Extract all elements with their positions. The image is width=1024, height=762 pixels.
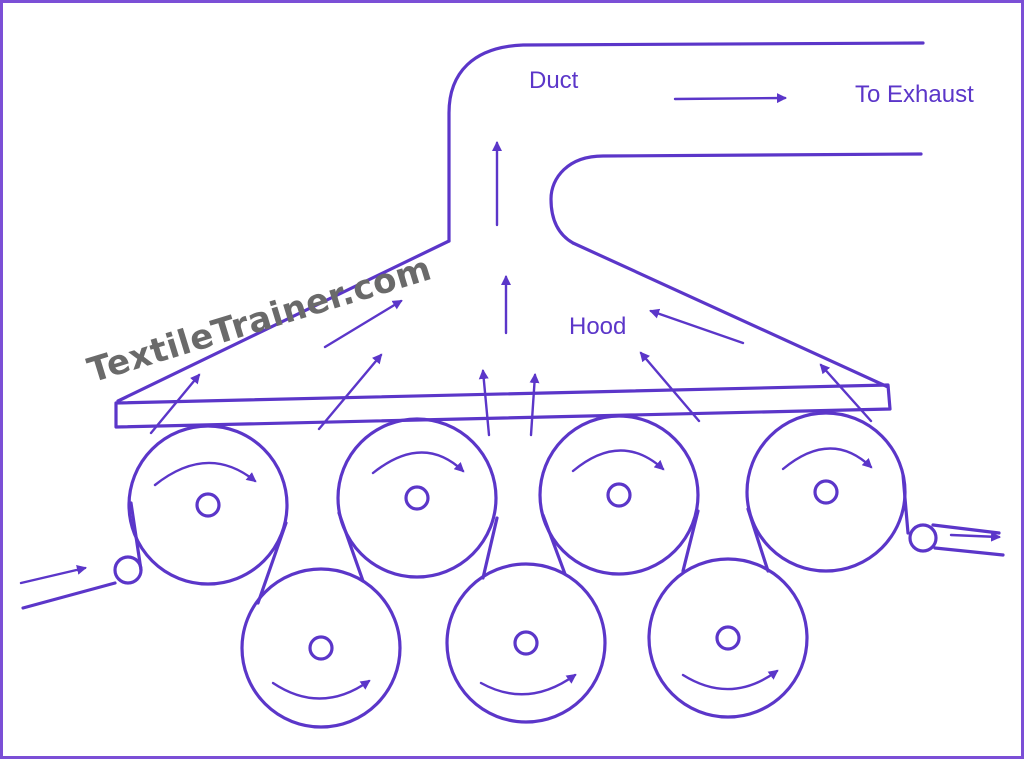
- lower-cylinders: [240, 557, 809, 729]
- air-flow-arrows: [149, 141, 873, 437]
- upper-cylinder-1-hub: [195, 492, 221, 518]
- upper-cylinder-4-hub: [813, 479, 839, 505]
- exhaust-arrow: [673, 93, 787, 104]
- upper-cylinder-4: [745, 411, 907, 573]
- upper-cylinders: [127, 411, 907, 586]
- upper-cylinder-2-hub: [404, 485, 430, 511]
- lower-cylinder-1-hub: [308, 635, 334, 661]
- duct-inner-wall: [549, 152, 923, 245]
- hood-base-plate: [114, 383, 892, 429]
- hood-left-side: [116, 239, 451, 403]
- lower-cylinder-3-hub: [715, 625, 741, 651]
- upper-cylinder-3: [538, 414, 700, 576]
- duct-label: Duct: [529, 67, 579, 94]
- upper-cylinder-1: [127, 424, 289, 586]
- exit-guide-roller: [908, 523, 938, 553]
- upper-cylinder-2: [336, 417, 498, 579]
- hood-label: Hood: [569, 313, 627, 340]
- hood-right-side: [571, 241, 890, 389]
- drying-cylinder-diagram: [19, 41, 1005, 729]
- duct-outer-wall: [447, 41, 925, 243]
- fabric-out-arrow: [949, 531, 1001, 542]
- upper-cylinder-3-hub: [606, 482, 632, 508]
- lower-cylinder-2-hub: [513, 630, 539, 656]
- lower-cylinder-3: [647, 557, 809, 719]
- lower-cylinder-2: [445, 562, 607, 724]
- entry-guide-roller: [113, 555, 143, 585]
- fabric-path: [21, 473, 1005, 610]
- fabric-in-arrow: [19, 564, 87, 585]
- rotation-arrows: [153, 447, 873, 700]
- to-exhaust-label: To Exhaust: [855, 81, 974, 108]
- lower-cylinder-1: [240, 567, 402, 729]
